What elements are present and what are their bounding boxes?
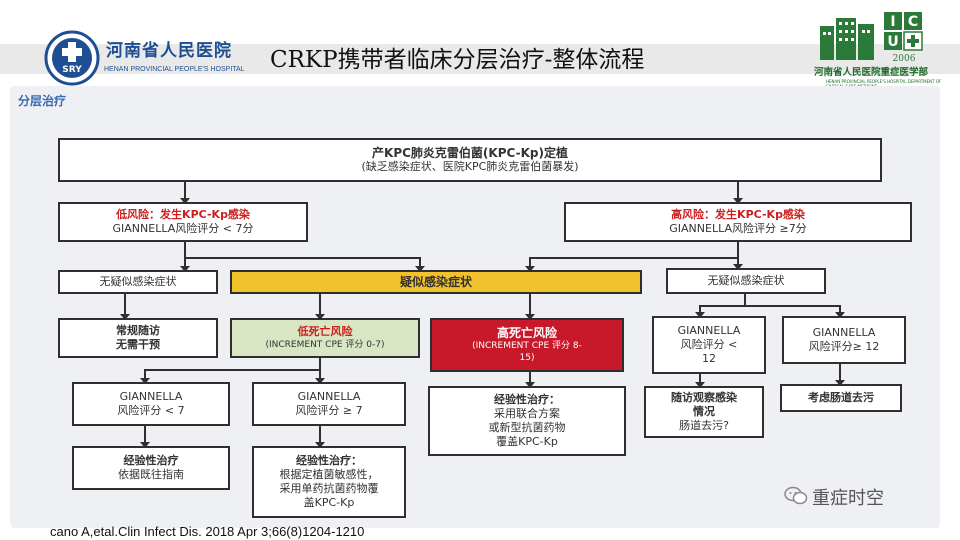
logo-sry-text: SRY — [62, 65, 82, 75]
giannella-lt7-box: GIANNELLA 风险评分 < 7 — [72, 382, 230, 426]
connector-g-ge12 — [745, 305, 841, 316]
giannella-ge12-line1: GIANNELLA — [812, 326, 876, 339]
kpc-colonization-box: 产KPC肺炎克雷伯菌(KPC-Kp)定植 (缺乏感染症状、医院KPC肺炎克雷伯菌… — [58, 138, 882, 182]
connector-g-lt12 — [699, 294, 746, 316]
icu-year: 2006 — [893, 54, 916, 64]
low-death-risk-title: 低死亡风险 — [297, 325, 353, 338]
suspected-infection-box: 疑似感染症状 — [230, 270, 642, 294]
empiric-mono-line3: 盖KPC-Kp — [303, 496, 355, 509]
connector-low-suspected — [185, 257, 421, 270]
giannella-lt12-line3: 12 — [702, 352, 716, 365]
empiric-combo-line1: 采用联合方案 — [494, 407, 560, 420]
icu-logo-icon: I C U 2006 — [820, 12, 923, 64]
routine-followup-line2: 无需干预 — [116, 338, 160, 351]
header-band — [0, 44, 960, 74]
empiric-combo-title: 经验性治疗： — [494, 393, 560, 406]
empiric-mono-line2: 采用单药抗菌药物覆 — [279, 482, 379, 495]
giannella-ge7-line2: 风险评分 ≥ 7 — [295, 404, 363, 417]
giannella-lt7-line2: 风险评分 < 7 — [117, 404, 185, 417]
connector-g-lt7 — [144, 358, 321, 382]
follow-observe-box: 随访观察感染 情况 肠道去污? — [644, 386, 764, 438]
high-death-risk-box: 高死亡风险 (INCREMENT CPE 评分 8- 15) — [430, 318, 624, 372]
kpc-colonization-title: 产KPC肺炎克雷伯菌(KPC-Kp)定植 — [372, 146, 568, 160]
follow-observe-line2: 情况 — [693, 405, 715, 418]
hospital-name-en: HENAN PROVINCIAL PEOPLE'S HOSPITAL — [104, 66, 245, 73]
wechat-icon — [784, 486, 808, 505]
high-risk-detail: GIANNELLA风险评分 ≥7分 — [669, 222, 807, 235]
high-risk-box: 高风险：发生KPC-Kp感染 GIANNELLA风险评分 ≥7分 — [564, 202, 912, 242]
giannella-ge12-box: GIANNELLA 风险评分≥ 12 — [782, 316, 906, 364]
decolonization-box: 考虑肠道去污 — [780, 384, 902, 412]
icu-letter-u: U — [887, 34, 898, 50]
no-symptom-right-box: 无疑似感染症状 — [666, 268, 826, 294]
follow-observe-line1: 随访观察感染 — [671, 391, 737, 404]
low-death-risk-box: 低死亡风险 (INCREMENT CPE 评分 0-7) — [230, 318, 420, 358]
giannella-lt12-box: GIANNELLA 风险评分 < 12 — [652, 316, 766, 374]
empiric-combo-line2: 或新型抗菌药物 — [488, 421, 566, 434]
routine-followup-box: 常规随访 无需干预 — [58, 318, 218, 358]
empiric-mono-title: 经验性治疗： — [296, 454, 362, 467]
empiric-combo-line3: 覆盖KPC-Kp — [496, 435, 558, 448]
high-death-risk-detail2: 15) — [519, 353, 535, 363]
kpc-colonization-detail: (缺乏感染症状、医院KPC肺炎克雷伯菌暴发) — [361, 160, 579, 173]
high-death-risk-title: 高死亡风险 — [496, 326, 557, 340]
suspected-infection-label: 疑似感染症状 — [399, 275, 472, 289]
empiric-mono-box: 经验性治疗： 根据定植菌敏感性， 采用单药抗菌药物覆 盖KPC-Kp — [252, 446, 406, 518]
giannella-ge12-line2: 风险评分≥ 12 — [808, 340, 880, 353]
empiric-guideline-line1: 依据既往指南 — [118, 468, 184, 481]
empiric-combo-box: 经验性治疗： 采用联合方案 或新型抗菌药物 覆盖KPC-Kp — [428, 386, 626, 456]
giannella-lt12-line1: GIANNELLA — [677, 324, 741, 337]
routine-followup-line1: 常规随访 — [116, 324, 160, 337]
high-death-risk-detail1: (INCREMENT CPE 评分 8- — [472, 341, 582, 351]
citation: cano A,etal.Clin Infect Dis. 2018 Apr 3;… — [50, 524, 365, 539]
icu-dept-name-cn: 河南省人民医院重症医学部 — [814, 67, 929, 78]
hospital-logo-icon: SRY — [44, 30, 100, 86]
giannella-ge7-line1: GIANNELLA — [297, 390, 361, 403]
empiric-guideline-title: 经验性治疗 — [123, 454, 179, 467]
low-risk-box: 低风险：发生KPC-Kp感染 GIANNELLA风险评分 < 7分 — [58, 202, 308, 242]
no-symptom-left-box: 无疑似感染症状 — [58, 270, 218, 294]
hospital-name-cn: 河南省人民医院 — [106, 41, 232, 61]
giannella-ge7-box: GIANNELLA 风险评分 ≥ 7 — [252, 382, 406, 426]
empiric-guideline-box: 经验性治疗 依据既往指南 — [72, 446, 230, 490]
watermark-text: 重症时空 — [812, 488, 884, 509]
low-risk-detail: GIANNELLA风险评分 < 7分 — [112, 222, 254, 235]
high-risk-title: 高风险：发生KPC-Kp感染 — [671, 208, 805, 221]
decolonization-label: 考虑肠道去污 — [808, 391, 874, 404]
no-symptom-left-label: 无疑似感染症状 — [99, 275, 177, 288]
section-label: 分层治疗 — [18, 94, 67, 108]
no-symptom-right-label: 无疑似感染症状 — [707, 274, 785, 287]
low-death-risk-detail: (INCREMENT CPE 评分 0-7) — [265, 340, 385, 350]
follow-observe-line3: 肠道去污? — [679, 419, 729, 432]
icu-letter-c: C — [908, 14, 918, 30]
page-title: CRKP携带者临床分层治疗-整体流程 — [270, 47, 645, 73]
empiric-mono-line1: 根据定植菌敏感性， — [279, 468, 379, 481]
low-risk-title: 低风险：发生KPC-Kp感染 — [116, 208, 250, 221]
giannella-lt7-line1: GIANNELLA — [119, 390, 183, 403]
giannella-lt12-line2: 风险评分 < — [680, 338, 738, 351]
icu-letter-i: I — [890, 14, 895, 30]
